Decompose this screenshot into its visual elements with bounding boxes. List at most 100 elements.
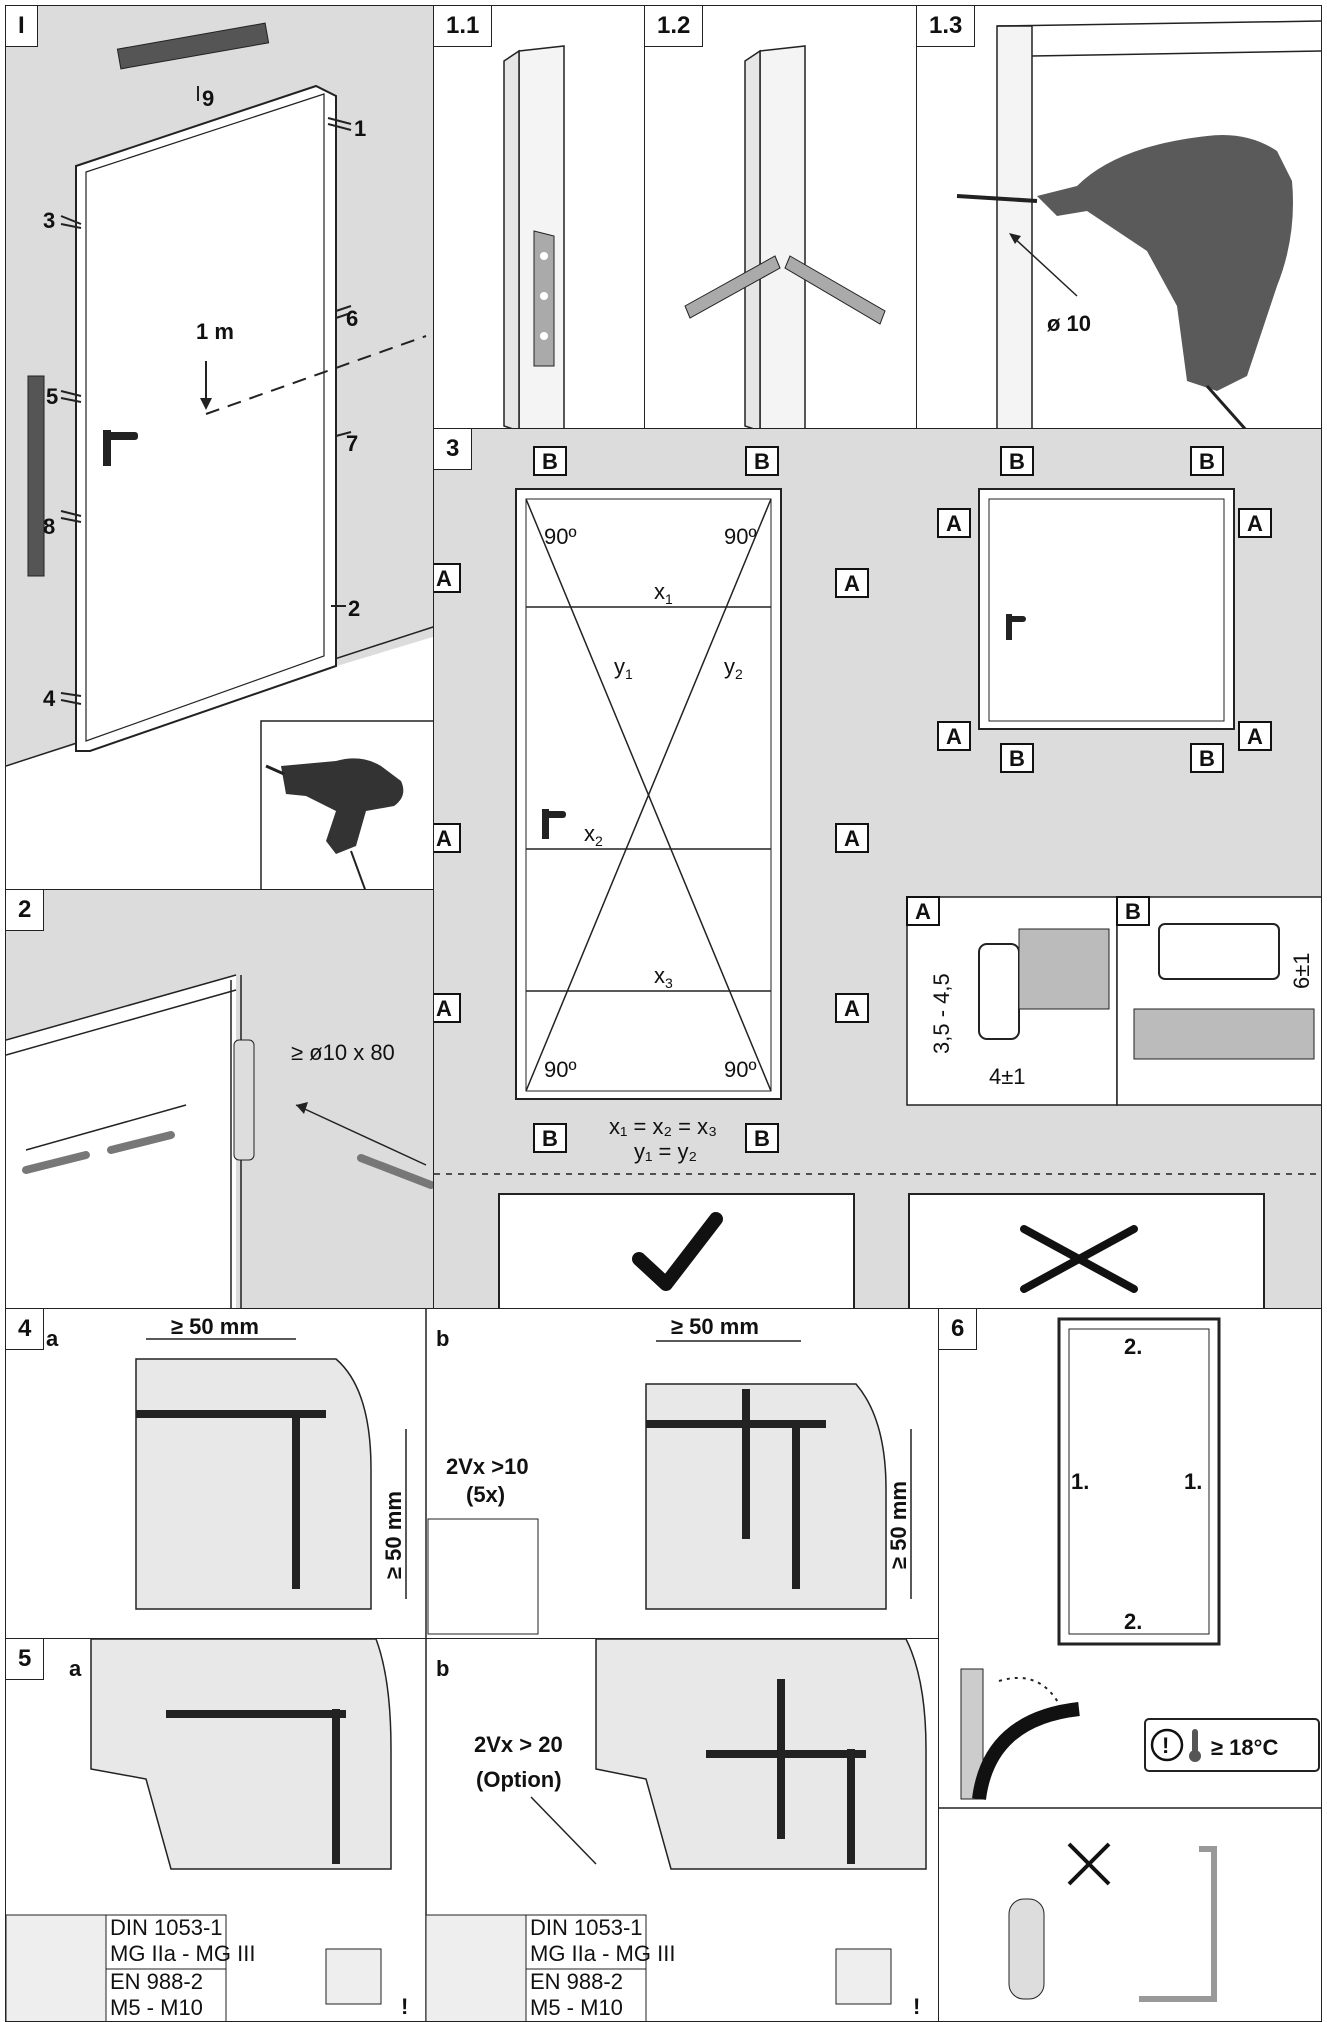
- x1-label: x1: [654, 579, 673, 607]
- option-note: 2Vx > 20: [474, 1732, 563, 1757]
- anchor-label-5: 5: [46, 384, 58, 409]
- option-label: (Option): [476, 1767, 562, 1792]
- panel-tag: 3: [434, 429, 473, 470]
- x2-label: x2: [584, 821, 603, 849]
- screw-count: (5x): [466, 1482, 505, 1507]
- angle-bottom-right: 90º: [724, 1057, 757, 1082]
- svg-text:B: B: [754, 449, 770, 474]
- y1-label: y1: [614, 654, 633, 682]
- frame-anchor-illustration: [503, 45, 565, 429]
- std-b-4: M5 - M10: [530, 1995, 623, 2020]
- detail-a-tag: A: [915, 899, 931, 924]
- min-b-vertical: ≥ 50 mm: [886, 1481, 911, 1569]
- warning-b: !: [913, 1994, 920, 2019]
- anchor-label-9: 9: [202, 86, 214, 111]
- x3-label: x3: [654, 963, 673, 991]
- checkmark-icon: [632, 1212, 723, 1291]
- panel-tag: 1.1: [434, 6, 493, 47]
- std-b-3: EN 988-2: [530, 1969, 623, 1994]
- measure-label: 1 m: [196, 319, 234, 344]
- panel-1-3: ø 10 1.3: [916, 5, 1322, 430]
- wall-anchor-illustration: ≥ ø10 x 80: [6, 974, 434, 1309]
- drilling-illustration: ø 10: [956, 20, 1321, 429]
- svg-text:B: B: [1199, 746, 1215, 771]
- panel-4: ≥ 50 mm ≥ 50 mm a ≥ 50 mm ≥ 50 mm b 2Vx …: [5, 1308, 940, 1640]
- std-a-1: DIN 1053-1: [110, 1915, 223, 1940]
- panel-I: 9 1 2 3 4 5 6 7 8 1 m I: [5, 5, 435, 891]
- anchor-label-8: 8: [43, 514, 55, 539]
- svg-text:A: A: [1247, 724, 1263, 749]
- svg-text:B: B: [754, 1126, 770, 1151]
- panel-tag: 4: [6, 1309, 45, 1350]
- alignment-check-diagram: x1 x2 x3 y1 y2 90º 90º 90º 90º A A A A A…: [434, 446, 1321, 1309]
- detail-b-dim: 6±1: [1289, 952, 1314, 989]
- panel-1-1: 1.1: [433, 5, 646, 430]
- sub-b: b: [436, 1656, 449, 1681]
- svg-text:A: A: [844, 996, 860, 1021]
- step-right: 1.: [1184, 1469, 1202, 1494]
- mortar-anchor-section: ≥ 50 mm ≥ 50 mm a ≥ 50 mm ≥ 50 mm b 2Vx …: [46, 1309, 912, 1639]
- anchor-label-4: 4: [43, 686, 56, 711]
- detail-a-dim2: 4±1: [989, 1064, 1026, 1089]
- svg-text:A: A: [436, 996, 452, 1021]
- panel-2: ≥ ø10 x 80 2: [5, 889, 435, 1310]
- min-a-vertical: ≥ 50 mm: [381, 1491, 406, 1579]
- panel-1-2: 1.2: [644, 5, 918, 430]
- std-a-4: M5 - M10: [110, 1995, 203, 2020]
- svg-text:B: B: [542, 1126, 558, 1151]
- exclamation-mark: !: [1162, 1733, 1169, 1758]
- min-b-label: ≥ 50 mm: [671, 1314, 759, 1339]
- anchor-label-7: 7: [346, 431, 358, 456]
- min-a-label: ≥ 50 mm: [171, 1314, 259, 1339]
- sealing-sequence-diagram: 2. 2. 1. 1. ! ≥ 18°C: [939, 1317, 1321, 2002]
- panel-tag: 2: [6, 890, 45, 931]
- panel-6: 2. 2. 1. 1. ! ≥ 18°C 6: [938, 1308, 1322, 2022]
- angle-top-left: 90º: [544, 524, 577, 549]
- panel-5: a b 2Vx > 20 (Option) DIN 1053-1 MG IIa …: [5, 1638, 940, 2022]
- detail-a-dim1: 3,5 - 4,5: [929, 973, 954, 1054]
- svg-text:A: A: [844, 571, 860, 596]
- frame-anchor-bent-illustration: [684, 45, 886, 429]
- std-b-1: DIN 1053-1: [530, 1915, 643, 1940]
- y2-label: y2: [724, 654, 743, 682]
- angle-bottom-left: 90º: [544, 1057, 577, 1082]
- equation-y: y₁ = y₂: [634, 1139, 697, 1164]
- panel-tag: 6: [939, 1309, 978, 1350]
- exclamation-circle-icon: [1150, 1728, 1184, 1762]
- step-top: 2.: [1124, 1334, 1142, 1359]
- sub-a: a: [46, 1326, 59, 1351]
- sub-a: a: [69, 1656, 82, 1681]
- std-a-2: MG IIa - MG III: [110, 1941, 255, 1966]
- power-drill-icon: [265, 758, 404, 890]
- diameter-label: ø 10: [1047, 311, 1091, 336]
- step-left: 1.: [1071, 1469, 1089, 1494]
- screw-note: 2Vx >10: [446, 1454, 529, 1479]
- panel-tag: 1.3: [917, 6, 976, 47]
- std-a-3: EN 988-2: [110, 1969, 203, 1994]
- power-drill-icon: [956, 135, 1293, 429]
- std-b-2: MG IIa - MG III: [530, 1941, 675, 1966]
- svg-text:A: A: [1247, 511, 1263, 536]
- panel-tag: I: [6, 6, 38, 47]
- sub-b: b: [436, 1326, 449, 1351]
- svg-text:A: A: [946, 724, 962, 749]
- grout-fill-section: a b 2Vx > 20 (Option) DIN 1053-1 MG IIa …: [6, 1639, 927, 2021]
- door-install-illustration: 9 1 2 3 4 5 6 7 8 1 m: [6, 22, 434, 890]
- anchor-label-1: 1: [354, 116, 366, 141]
- svg-text:B: B: [1009, 449, 1025, 474]
- svg-text:A: A: [436, 566, 452, 591]
- spirit-level-icon: [27, 22, 270, 577]
- step-bottom: 2.: [1124, 1609, 1142, 1634]
- angle-top-right: 90º: [724, 524, 757, 549]
- svg-text:A: A: [844, 826, 860, 851]
- equation-x: x₁ = x₂ = x₃: [609, 1114, 717, 1139]
- panel-tag: 1.2: [645, 6, 704, 47]
- svg-text:B: B: [1199, 449, 1215, 474]
- svg-text:A: A: [436, 826, 452, 851]
- anchor-label-2: 2: [348, 596, 360, 621]
- spec-label: ≥ ø10 x 80: [291, 1040, 395, 1065]
- panel-tag: 5: [6, 1639, 45, 1680]
- panel-3: x1 x2 x3 y1 y2 90º 90º 90º 90º A A A A A…: [433, 428, 1322, 1310]
- detail-b-tag: B: [1125, 899, 1141, 924]
- anchor-label-6: 6: [346, 306, 358, 331]
